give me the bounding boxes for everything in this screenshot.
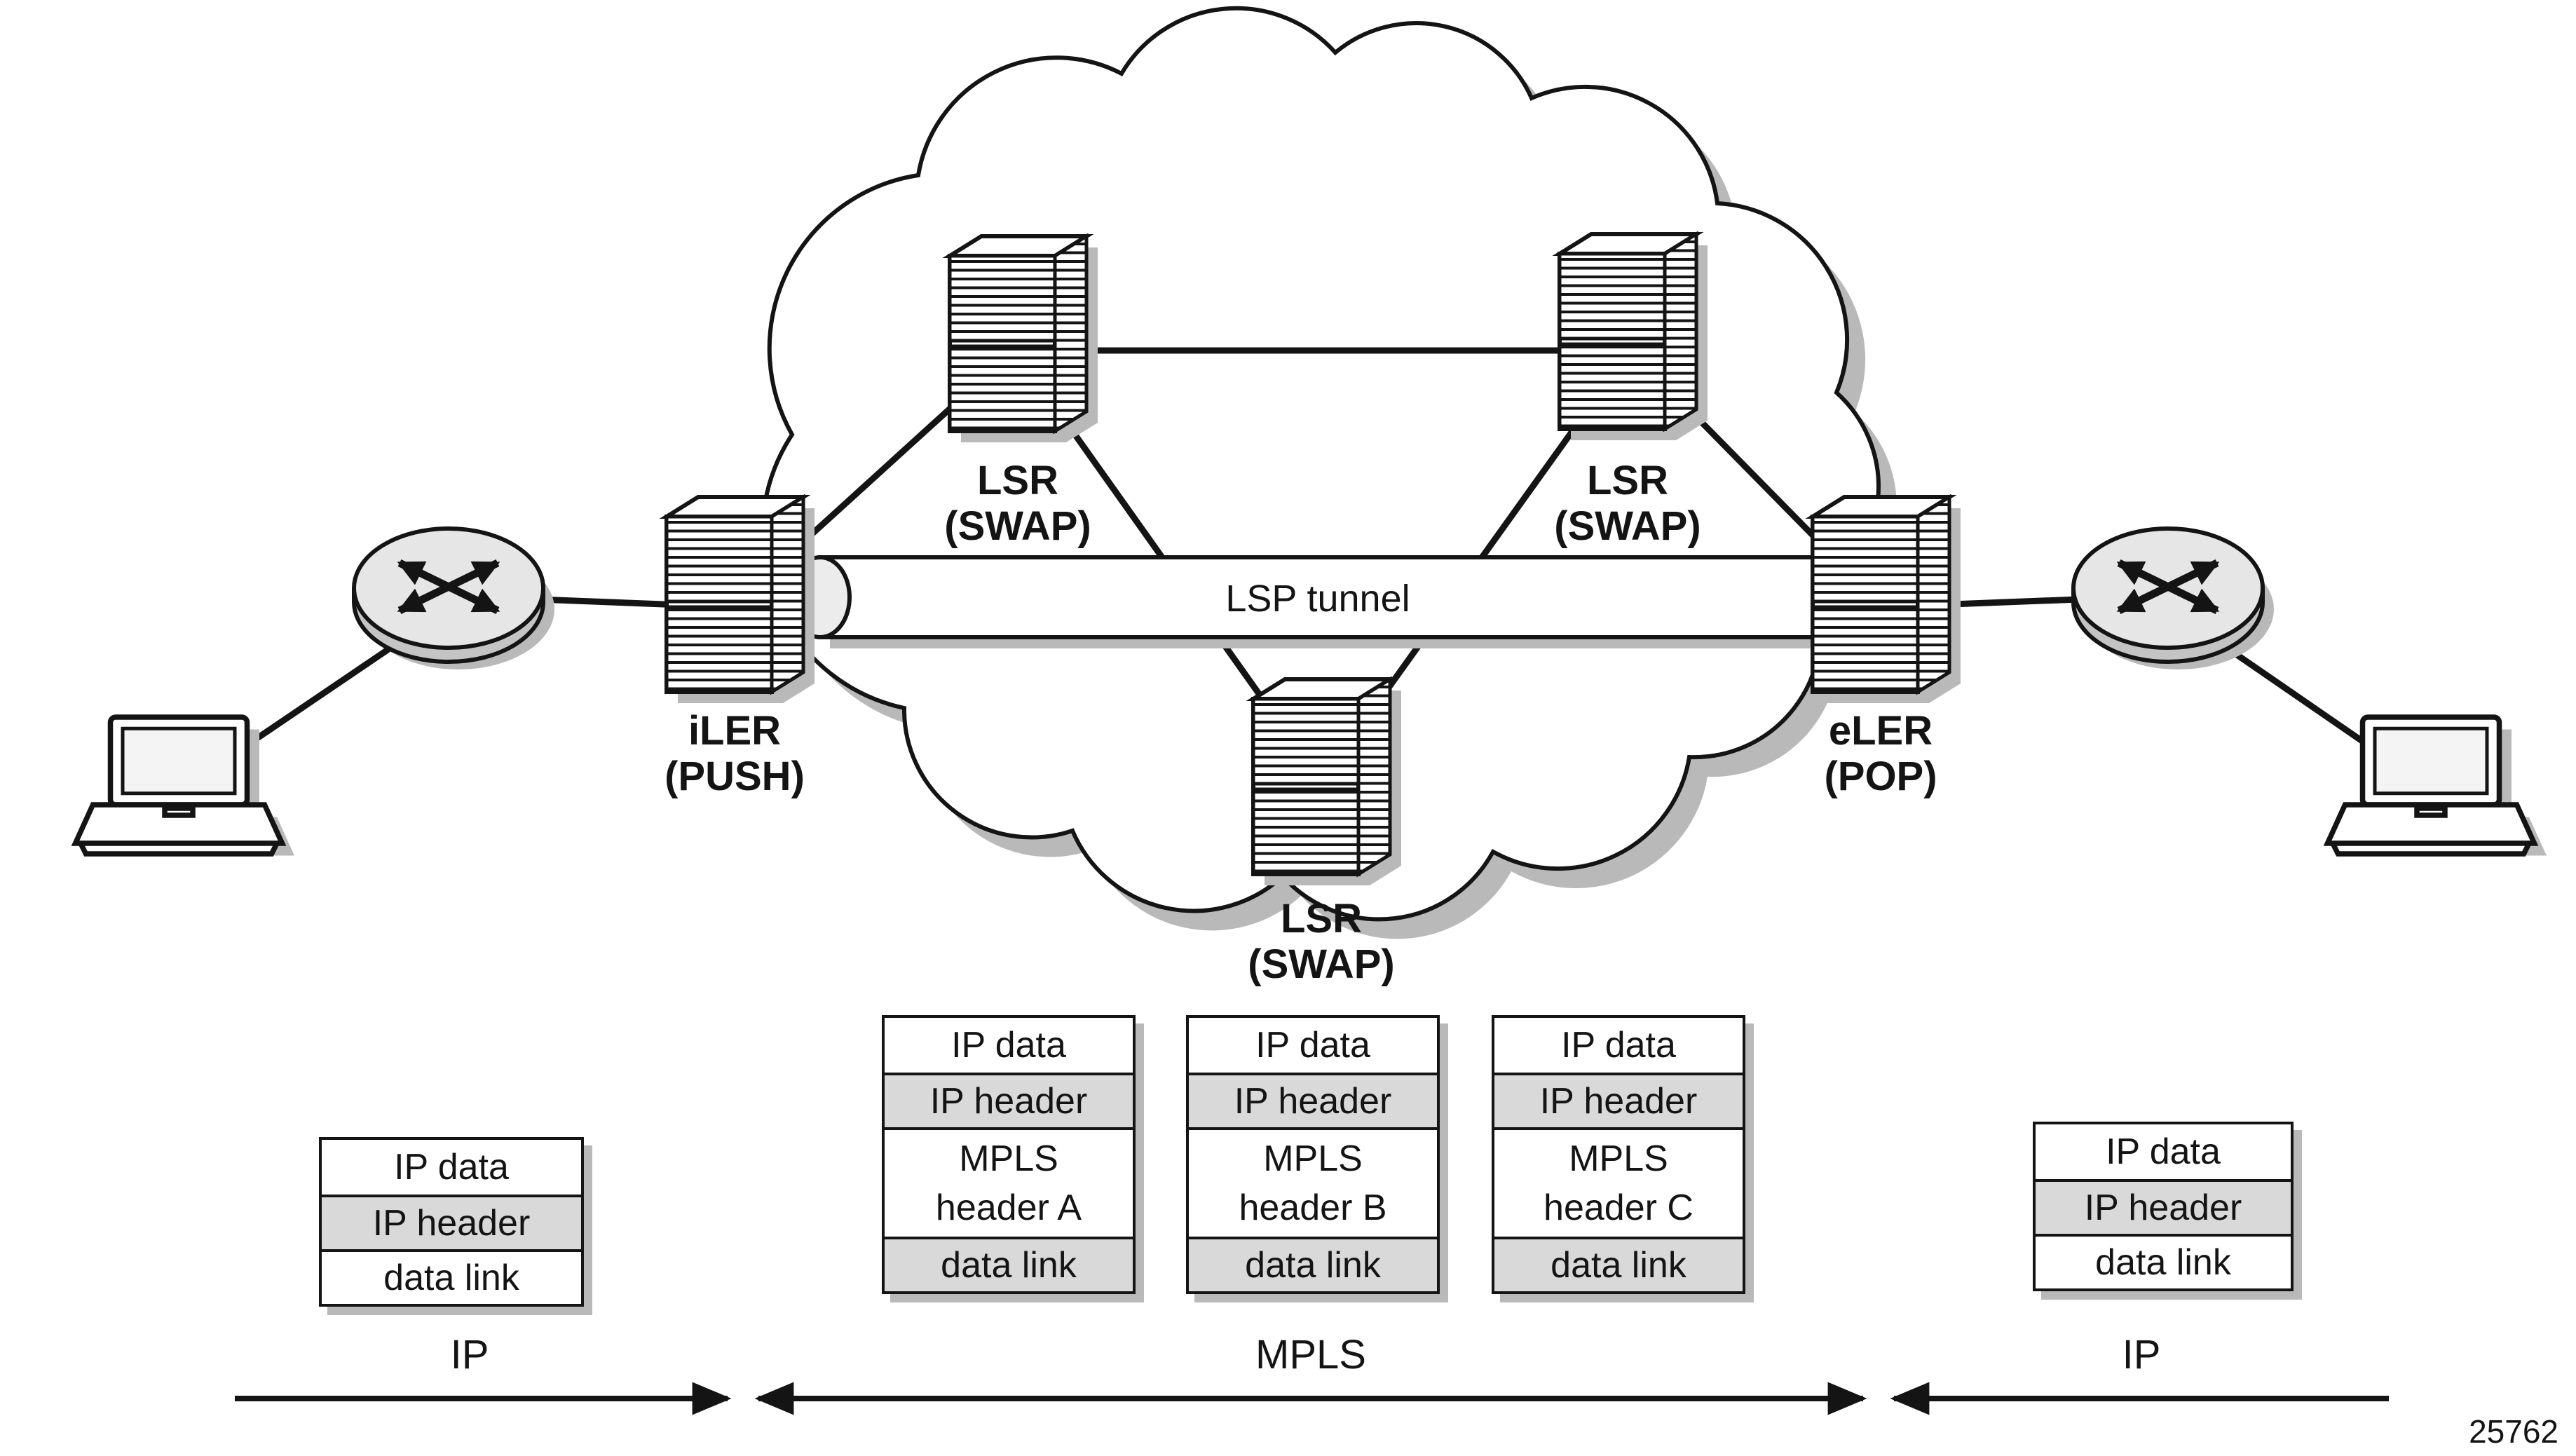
packet-row: MPLS header B <box>1189 1127 1437 1237</box>
router-left-icon <box>354 529 554 669</box>
lsp-tunnel: LSP tunnel <box>789 555 1865 648</box>
lsr-bottom-switch-icon <box>1253 679 1401 885</box>
packet-row: data link <box>885 1237 1133 1291</box>
packet-row: data link <box>1189 1237 1437 1291</box>
packet-row: IP header <box>1189 1073 1437 1127</box>
packet-stack-left-ip: IP data IP header data link <box>319 1137 584 1307</box>
figure-number: 25762 <box>2469 1413 2558 1450</box>
packet-row: IP data <box>1189 1018 1437 1073</box>
lsr-top-left-name: LSR <box>977 458 1058 503</box>
packet-row: MPLS header A <box>885 1127 1133 1237</box>
lsp-tunnel-label: LSP tunnel <box>1225 578 1410 620</box>
packet-row: IP header <box>2036 1179 2291 1234</box>
lsr-bottom-name: LSR <box>1281 896 1362 941</box>
iler-switch-icon <box>667 497 815 703</box>
lsr-top-left-switch-icon <box>950 236 1098 442</box>
lsr-top-right-role: (SWAP) <box>1554 503 1701 549</box>
mpls-label: MPLS <box>1255 1332 1366 1377</box>
packet-row: data link <box>1494 1237 1743 1291</box>
packet-row: IP header <box>1494 1073 1743 1127</box>
eler-role: (POP) <box>1824 754 1937 799</box>
ip-left-label: IP <box>451 1332 489 1377</box>
eler-switch-icon <box>1813 497 1961 703</box>
iler-role: (PUSH) <box>665 754 805 799</box>
region-arrows: IP MPLS IP <box>235 1332 2389 1415</box>
lsr-top-right-name: LSR <box>1587 458 1668 503</box>
packet-row: IP data <box>2036 1124 2291 1179</box>
node-labels: LSR (SWAP) LSR (SWAP) LSR (SWAP) iLER (P… <box>665 458 1937 987</box>
packet-stack-right-ip: IP data IP header data link <box>2033 1122 2294 1291</box>
eler-name: eLER <box>1829 708 1933 754</box>
packet-row: IP data <box>1494 1018 1743 1073</box>
packet-row: IP data <box>885 1018 1133 1073</box>
packet-row: data link <box>2036 1234 2291 1288</box>
packet-row: MPLS header C <box>1494 1127 1743 1237</box>
packet-stack-mpls-b: IP data IP header MPLS header B data lin… <box>1186 1015 1440 1294</box>
packet-row: IP header <box>322 1195 581 1249</box>
packet-row: data link <box>322 1249 581 1304</box>
packet-row: IP data <box>322 1140 581 1195</box>
packet-stack-mpls-a: IP data IP header MPLS header A data lin… <box>882 1015 1136 1294</box>
iler-name: iLER <box>688 708 781 754</box>
packet-stack-mpls-c: IP data IP header MPLS header C data lin… <box>1492 1015 1745 1294</box>
lsr-top-right-switch-icon <box>1560 234 1708 440</box>
lsr-bottom-role: (SWAP) <box>1248 941 1394 987</box>
router-right-icon <box>2073 529 2274 669</box>
lsr-top-left-role: (SWAP) <box>944 503 1091 549</box>
packet-row: IP header <box>885 1073 1133 1127</box>
laptop-right-icon <box>2328 717 2547 856</box>
ip-right-label: IP <box>2122 1332 2161 1377</box>
